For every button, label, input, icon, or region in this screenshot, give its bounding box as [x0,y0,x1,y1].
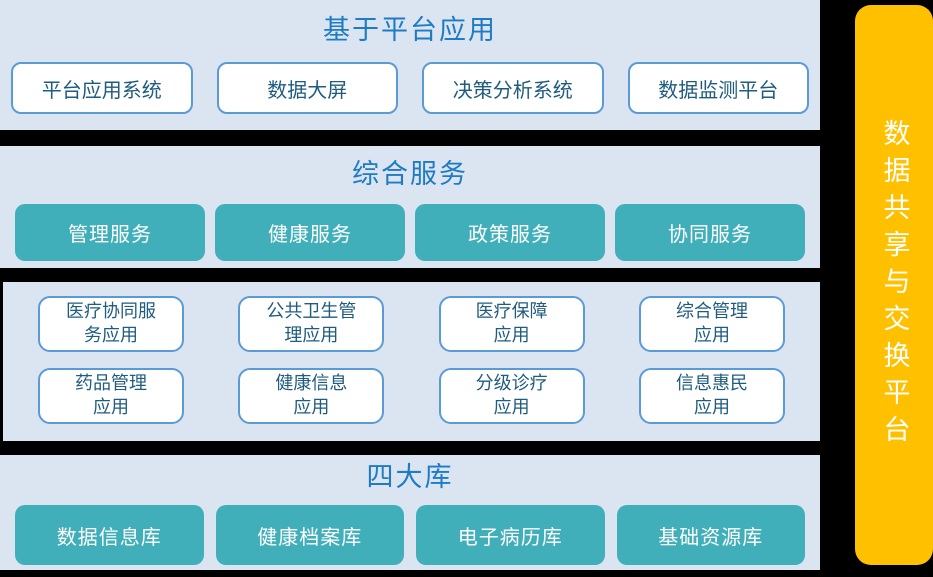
platform-applications-row: 平台应用系统 数据大屏 决策分析系统 数据监测平台 [0,62,820,114]
node-medical-insurance-app: 医疗保障 应用 [438,296,585,352]
section-application-modules: 医疗协同服 务应用 公共卫生管 理应用 医疗保障 应用 综合管理 应用 药品管理… [3,282,820,441]
node-basic-resources-db: 基础资源库 [616,505,805,565]
databases-row: 数据信息库 健康档案库 电子病历库 基础资源库 [0,505,820,565]
node-data-dashboard: 数据大屏 [216,62,398,114]
node-data-monitoring-platform: 数据监测平台 [627,62,809,114]
section-title-four-databases: 四大库 [366,462,454,493]
node-health-information-app: 健康信息 应用 [238,368,385,424]
node-electronic-medical-records-db: 电子病历库 [416,505,605,565]
node-public-health-management-app: 公共卫生管 理应用 [238,296,385,352]
node-collaboration-service: 协同服务 [615,204,805,261]
node-data-information-db: 数据信息库 [15,505,204,565]
node-health-service: 健康服务 [215,204,405,261]
node-medical-collaboration-service-app: 医疗协同服 务应用 [38,296,184,352]
section-title-comprehensive-services: 综合服务 [352,159,468,190]
main-column: 基于平台应用 平台应用系统 数据大屏 决策分析系统 数据监测平台 综合服务 管理… [0,0,820,570]
node-decision-analysis-system: 决策分析系统 [422,62,604,114]
node-management-service: 管理服务 [15,204,205,261]
node-comprehensive-management-app: 综合管理 应用 [638,296,785,352]
services-row: 管理服务 健康服务 政策服务 协同服务 [0,204,820,261]
section-title-platform-applications: 基于平台应用 [323,15,497,46]
section-platform-applications: 基于平台应用 平台应用系统 数据大屏 决策分析系统 数据监测平台 [0,0,820,130]
section-four-databases: 四大库 数据信息库 健康档案库 电子病历库 基础资源库 [0,455,820,570]
node-drug-management-app: 药品管理 应用 [38,368,184,424]
application-modules-row-1: 医疗协同服 务应用 公共卫生管 理应用 医疗保障 应用 综合管理 应用 [3,282,820,352]
node-health-records-db: 健康档案库 [215,505,404,565]
section-comprehensive-services: 综合服务 管理服务 健康服务 政策服务 协同服务 [0,146,820,268]
node-platform-application-system: 平台应用系统 [11,62,193,114]
data-sharing-exchange-platform-bar: 数据共享与交换平台 [855,5,933,565]
node-information-benefit-app: 信息惠民 应用 [638,368,785,424]
data-sharing-exchange-platform-label: 数据共享与交换平台 [878,118,910,452]
node-policy-service: 政策服务 [415,204,605,261]
node-tiered-diagnosis-app: 分级诊疗 应用 [438,368,585,424]
application-modules-row-2: 药品管理 应用 健康信息 应用 分级诊疗 应用 信息惠民 应用 [3,352,820,424]
